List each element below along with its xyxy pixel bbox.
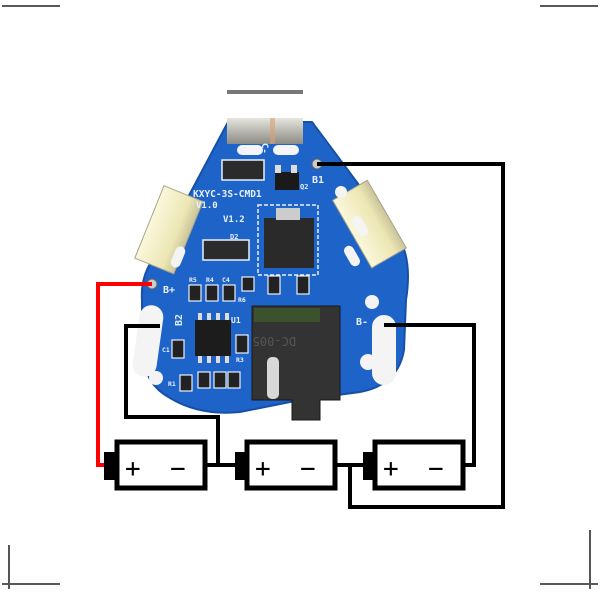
pad-label-r5: R5 bbox=[189, 276, 197, 284]
pad-label-c-minus: C- bbox=[259, 143, 269, 154]
pad-label-b1: B1 bbox=[312, 175, 324, 186]
pad-label-r3: R3 bbox=[236, 356, 244, 364]
dc-jack-label: DC-005 bbox=[253, 334, 296, 348]
diode-d1 bbox=[221, 159, 265, 181]
pad-label-u1: U1 bbox=[231, 316, 241, 325]
cell-1-plus: + bbox=[125, 454, 141, 484]
transistor-q2 bbox=[275, 172, 299, 190]
pad-label-r6: R6 bbox=[238, 296, 246, 304]
pad-label-bplus: B+ bbox=[163, 285, 175, 296]
pad-label-q2: Q2 bbox=[300, 183, 308, 191]
cell-2-plus: + bbox=[255, 454, 271, 484]
board-model-label: KXYC-3S-CMD1 bbox=[193, 189, 262, 200]
pad-label-c4: C4 bbox=[222, 276, 230, 284]
pad-label-b2: B2 bbox=[174, 314, 185, 326]
board-version-left: V1.0 bbox=[196, 201, 218, 211]
battery-cell-1: + − bbox=[104, 439, 208, 491]
wire-b1 bbox=[317, 162, 505, 509]
ic-u1 bbox=[195, 313, 231, 363]
wires bbox=[96, 162, 505, 509]
wire-bminus bbox=[384, 323, 476, 467]
crop-marks bbox=[2, 2, 598, 589]
dc-jack: DC-005 bbox=[251, 305, 341, 421]
cell-3-plus: + bbox=[383, 454, 399, 484]
wire-b2 bbox=[124, 324, 220, 465]
pad-label-c1: C1 bbox=[162, 346, 170, 354]
battery-cell-2: + − bbox=[235, 439, 338, 491]
board-version-right: V1.2 bbox=[223, 215, 245, 225]
pad-label-r4: R4 bbox=[206, 276, 214, 284]
slot-pads bbox=[132, 145, 396, 385]
pad-label-d2: D2 bbox=[230, 233, 238, 241]
bms-board: DC-005 KXYC-3S-CMD1 V1.0 V1.2 C- B1 Q2 D… bbox=[132, 90, 409, 421]
cell-1-minus: − bbox=[170, 454, 186, 484]
cell-3-minus: − bbox=[428, 454, 444, 484]
cell-2-minus: − bbox=[300, 454, 316, 484]
left-nickel-tab bbox=[134, 185, 204, 275]
battery-cell-3: + − bbox=[363, 439, 466, 491]
diode-d2 bbox=[202, 239, 250, 261]
right-nickel-tab bbox=[331, 179, 408, 269]
smd-components bbox=[171, 275, 310, 392]
pad-label-r1: R1 bbox=[168, 380, 176, 388]
pad-label-bminus: B- bbox=[356, 317, 368, 328]
top-nickel-tab bbox=[227, 90, 303, 144]
